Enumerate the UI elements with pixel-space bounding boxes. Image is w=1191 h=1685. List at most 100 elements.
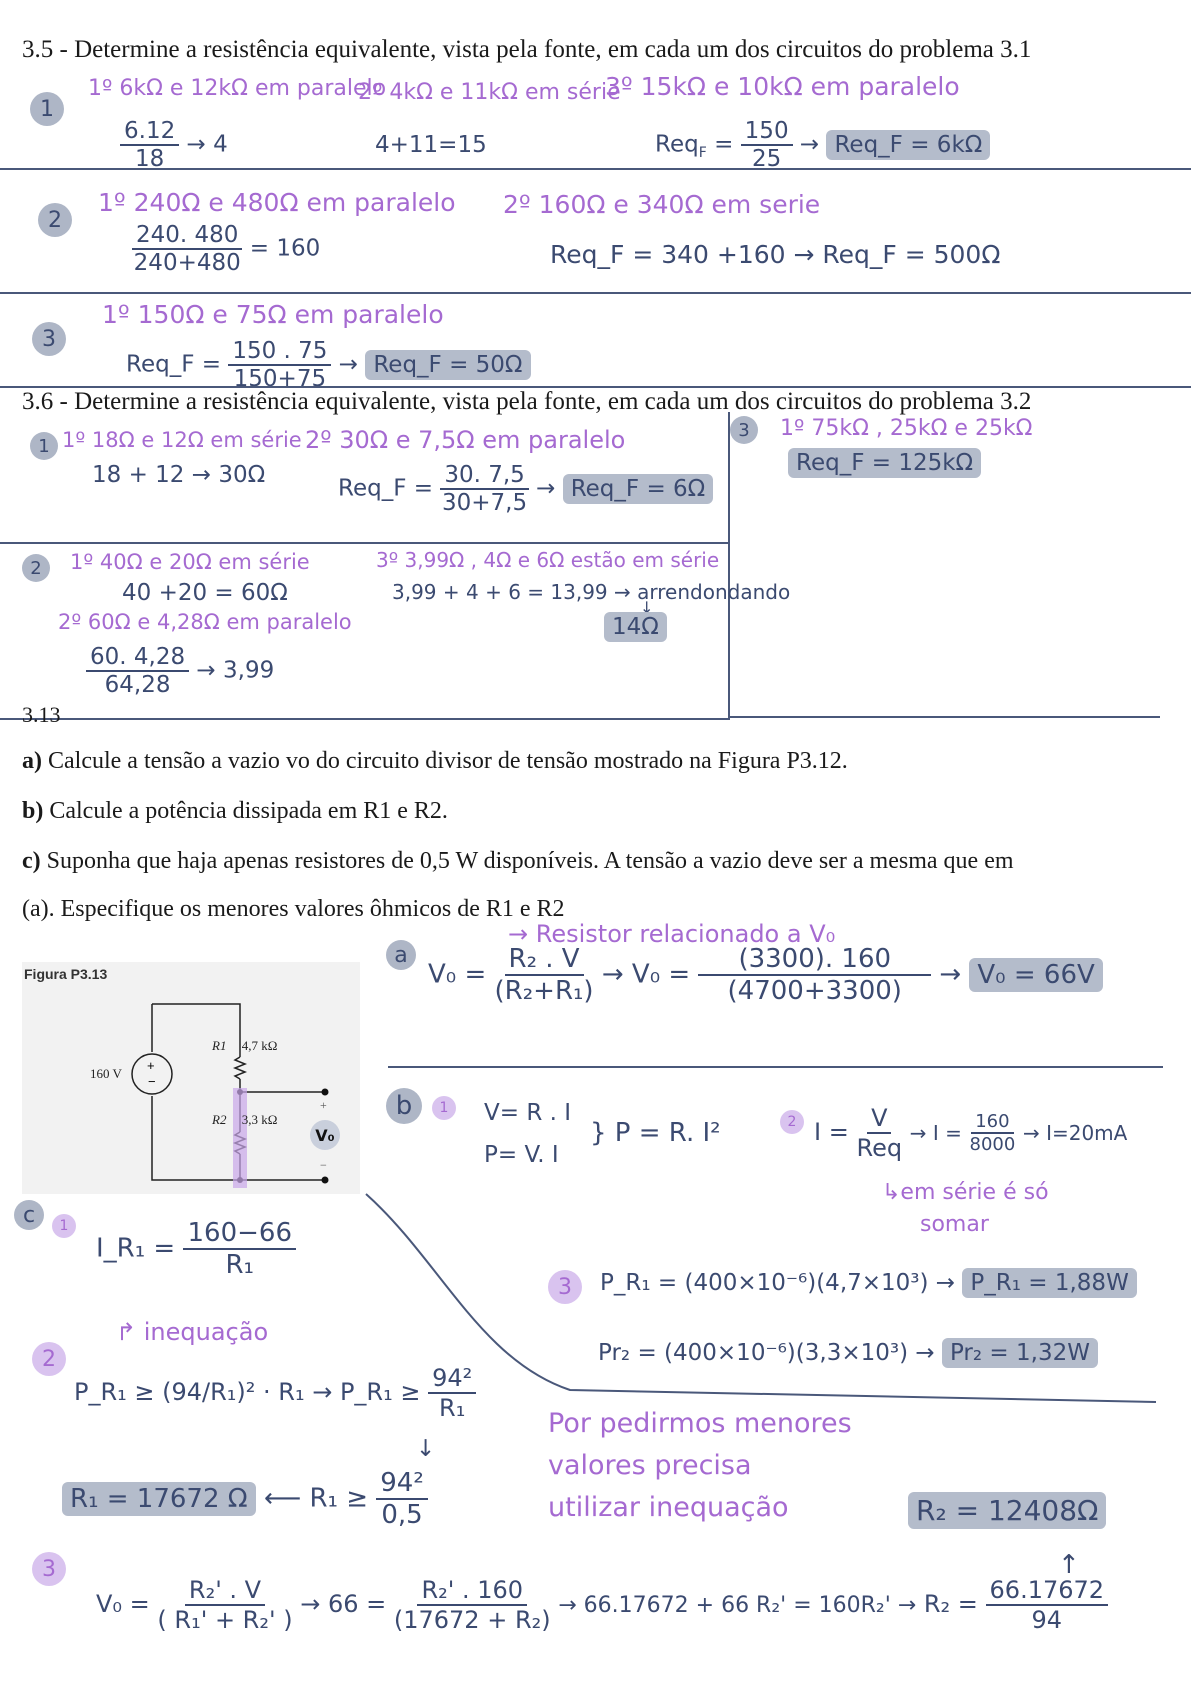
req-label: Req_F = [338,475,434,502]
divider [388,1066,1163,1068]
denominator: R₁ [225,1250,254,1280]
series-calc: 40 +20 = 60Ω [122,580,288,606]
req-label: Req [655,131,699,158]
terminal-dot [321,1088,329,1096]
section-b-badge: b [386,1088,422,1124]
vo-formula: V₀ = R₂ . V(R₂+R₁) → V₀ = (3300). 160(47… [428,944,1103,1006]
numerator: R₂' . V [184,1576,266,1606]
r2-label: R2 3,3 kΩ [212,1112,277,1128]
vo-label: V₀ = [428,959,487,990]
numerator: (3300). 160 [698,944,932,976]
curve-divider [365,1193,1157,1403]
denominator: 18 [134,146,165,172]
numerator: 160 [971,1111,1014,1134]
r1-inequation: ⟵ R₁ ≥ [263,1483,368,1514]
step-3-label: 3º 3,99Ω , 4Ω e 6Ω estão em série [376,548,720,572]
step-2-badge: 2 [32,1342,66,1376]
problem-3-5-title: 3.5 - Determine a resistência equivalent… [22,36,1032,63]
r1-value: 4,7 kΩ [241,1038,278,1053]
circuit-number-badge: 3 [32,322,66,356]
result-highlight: Req_F = 50Ω [365,349,531,380]
resistor-r1-symbol [232,1056,248,1080]
question-a: a) Calcule a tensão a vazio vo do circui… [22,748,848,775]
step-equation-2: → 66.17672 + 66 R₂' = 160R₂' → [558,1593,917,1618]
step-3-label: 3º 15kΩ e 10kΩ em paralelo [605,72,960,101]
circuit-diagram: + − [131,1003,329,1188]
denominator: 64,28 [104,672,171,698]
denominator: 94 [1031,1606,1063,1634]
r2-highlight [233,1088,247,1188]
numerator: 60. 4,28 [86,644,190,672]
explanation-line-1: Por pedirmos menores [548,1408,852,1439]
r2-value: 3,3 kΩ [241,1112,278,1127]
denominator: 0,5 [381,1500,423,1530]
result-highlight: R₁ = 17672 Ω [62,1481,256,1516]
divider [0,386,1191,388]
power-r1-formula: P_R₁ = (400×10⁻⁶)(4,7×10³) → [600,1270,956,1296]
divider [0,718,728,720]
r1-label: R1 4,7 kΩ [212,1038,277,1054]
divider [0,542,728,544]
source-minus: − [148,1074,156,1089]
step-2-label: 2º 60Ω e 4,28Ω em paralelo [58,610,352,634]
step-2-label: 2º 160Ω e 340Ω em serie [503,190,821,219]
step-1-label: 1º 150Ω e 75Ω em paralelo [102,300,444,329]
question-label: a) [22,748,42,774]
step-1-label: 1º 75kΩ , 25kΩ e 25kΩ [780,416,1033,441]
question-text: Calcule a potência dissipada em R1 e R2. [49,798,448,824]
numerator: R₂ . V [504,944,584,976]
voltage-source-symbol [131,1053,173,1095]
req-calc: Req_F = 340 +160 → Req_F = 500Ω [550,240,1001,269]
formula-pvi: P= V. I [484,1142,559,1168]
result-highlight: V₀ = 66V [969,957,1103,992]
circuit-number-badge: 3 [730,416,758,444]
power-r2-formula: Pr₂ = (400×10⁻⁶)(3,3×10³) → [598,1340,935,1366]
r2-label: R₂ = [923,1590,978,1618]
problem-3-6-title: 3.6 - Determine a resistência equivalent… [22,388,1032,415]
numerator: 6.12 [120,118,180,146]
vo-note: → Resistor relacionado a V₀ [508,920,836,948]
current-r1-label: I_R₁ = [96,1233,176,1264]
formula-pri2: } P = R. I² [590,1118,721,1148]
denominator: ( R₁' + R₂' ) [157,1606,293,1634]
denominator: 8000 [969,1134,1016,1155]
result-highlight: Req_F = 6kΩ [826,129,991,160]
current-result: → I=20mA [1022,1121,1128,1145]
section-a-badge: a [386,940,416,970]
divider [0,168,1191,170]
circuit-number-badge: 2 [22,554,50,582]
figure-title: Figura P3.13 [24,966,108,982]
question-c: c) Suponha que haja apenas resistores de… [22,848,1014,875]
circuit-number-badge: 1 [30,92,64,126]
numerator: 240. 480 [132,222,243,250]
result-highlight: 14Ω [604,612,667,642]
numerator: R₂' . 160 [417,1576,528,1606]
inequation-note: ↱ inequação [116,1318,269,1346]
problem-3-13-title: 3.13 [22,702,61,727]
vo-badge: V₀ [310,1120,340,1150]
denominator: 30+7,5 [442,490,528,516]
section-c-badge: c [14,1200,44,1230]
question-label: b) [22,798,44,824]
denominator: 240+480 [133,250,241,276]
vertical-divider [728,412,730,720]
step-1-label: 1º 6kΩ e 12kΩ em paralelo [88,76,387,101]
question-label: c) [22,848,41,874]
denominator: (4700+3300) [727,976,902,1006]
step-1-label: 1º 18Ω e 12Ω em série [62,428,302,452]
series-note-2: somar [920,1212,989,1237]
step-2-badge: 2 [780,1110,804,1134]
numerator: 94² [428,1364,477,1394]
vo-step: → V₀ = [601,959,691,990]
question-c-continued: (a). Especifique os menores valores ôhmi… [22,896,565,922]
step-equation: → 66 = [300,1590,387,1618]
question-text: Suponha que haja apenas resistores de 0,… [46,848,1014,874]
numerator: 30. 7,5 [440,462,529,490]
